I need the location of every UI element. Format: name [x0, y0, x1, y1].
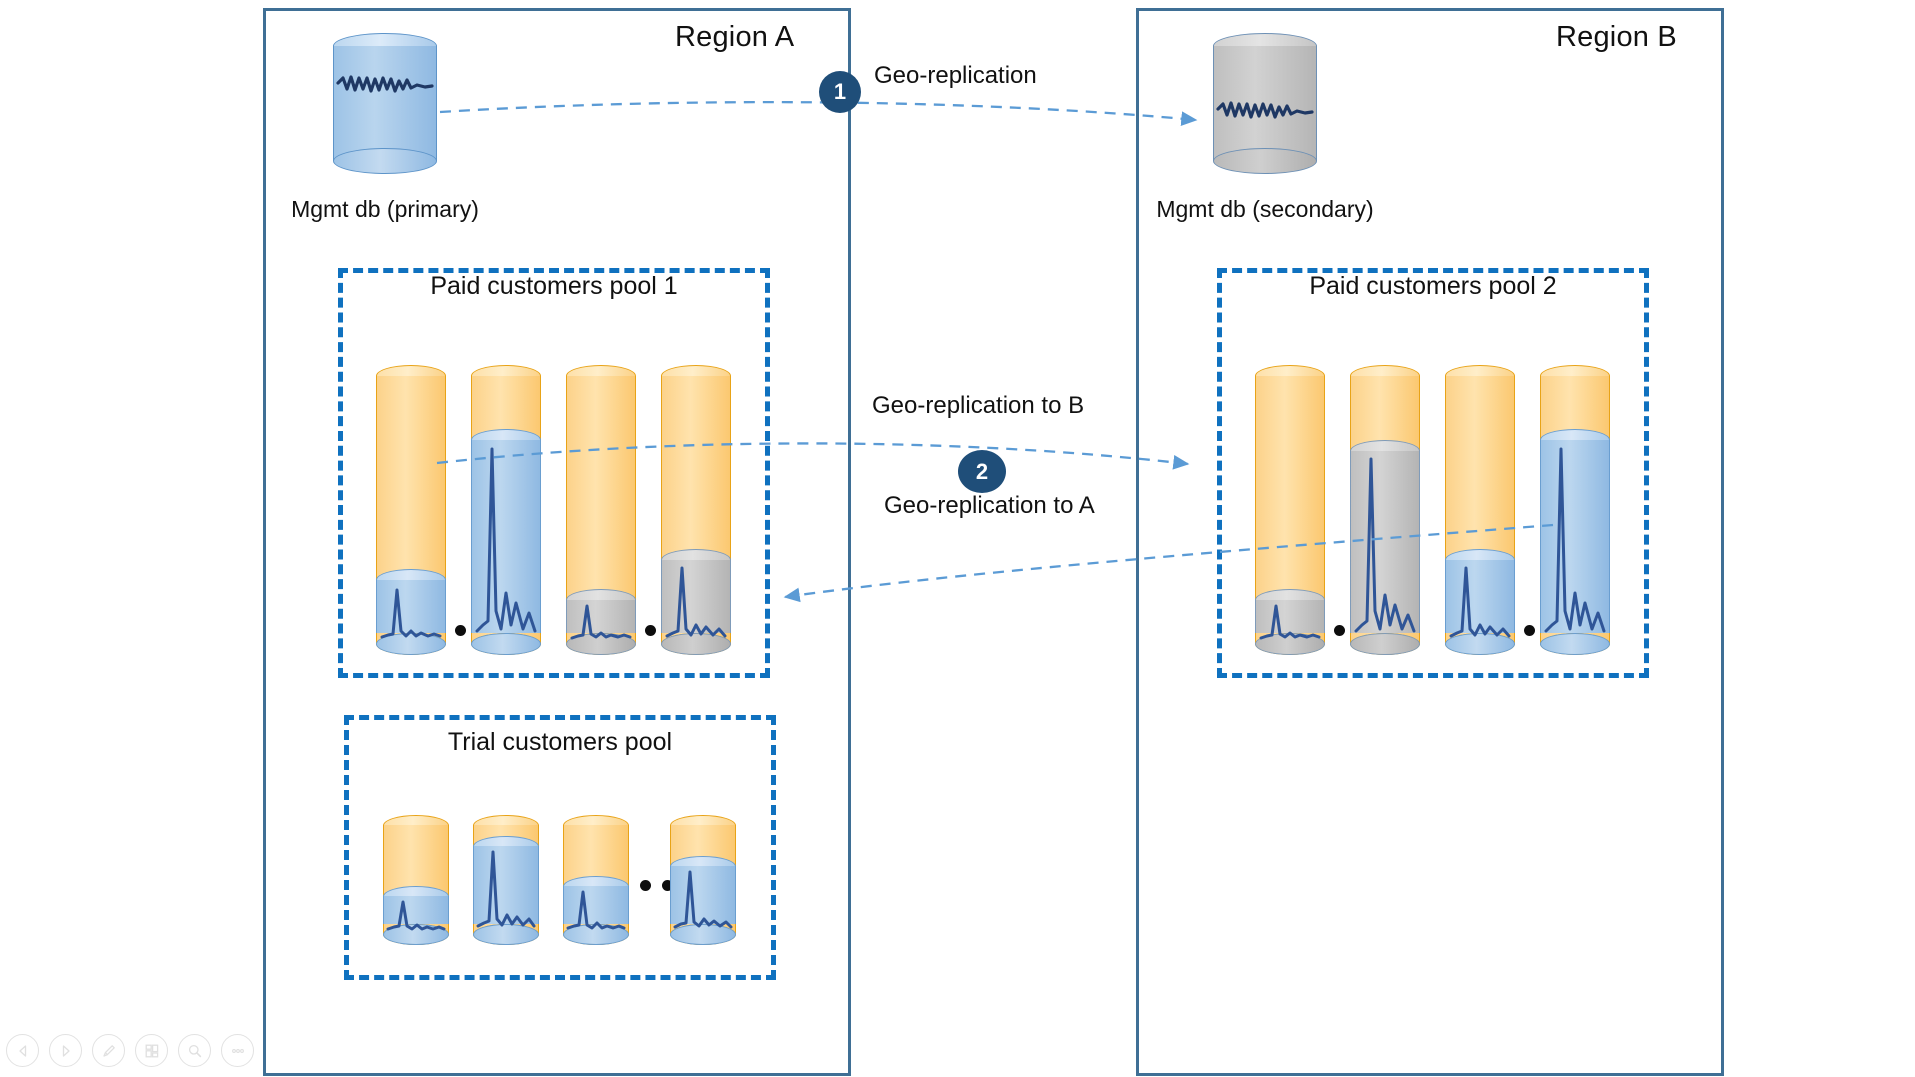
fill-bottom-ellipse — [670, 924, 736, 945]
region-b-mgmt-db-label: Mgmt db (secondary) — [1156, 196, 1374, 222]
geo-replication-to-b-label: Geo-replication to B — [872, 392, 1085, 419]
ellipsis-icon — [231, 1048, 244, 1053]
region-b-title: Region B — [1556, 21, 1677, 53]
grid-icon — [145, 1044, 158, 1057]
region-a-mgmt-db[interactable] — [333, 33, 437, 174]
paid-pool-2-cylinder-3[interactable] — [1445, 365, 1515, 655]
fill-body — [670, 866, 736, 924]
paid-pool-1-cylinder-1[interactable] — [376, 365, 446, 655]
fill-bottom-ellipse — [471, 633, 541, 655]
triangle-left-icon — [18, 1044, 26, 1057]
paid-pool-1-cylinder-4[interactable] — [661, 365, 731, 655]
fill-bottom-ellipse — [1445, 633, 1515, 655]
fill-bottom-ellipse — [563, 924, 629, 945]
fill-bottom-ellipse — [1255, 633, 1325, 655]
geo-replication-to-a-label: Geo-replication to A — [884, 492, 1095, 519]
region-a-frame — [263, 8, 851, 1076]
step-badge-2[interactable]: 2 — [958, 450, 1006, 493]
trial-pool-cylinder-3[interactable] — [563, 815, 629, 945]
fill-bottom-ellipse — [1540, 633, 1610, 655]
step-badge-1[interactable]: 1 — [819, 71, 861, 113]
fill-body — [473, 846, 539, 924]
trial-pool-cylinder-2[interactable] — [473, 815, 539, 945]
fill-body — [566, 600, 636, 633]
pen-tool-button[interactable] — [92, 1034, 125, 1067]
trial-pool-cylinder-1[interactable] — [383, 815, 449, 945]
region-b-mgmt-db[interactable] — [1213, 33, 1317, 174]
paid-pool-2-cylinder-2[interactable] — [1350, 365, 1420, 655]
fill-body — [1255, 600, 1325, 633]
paid-pool-2-title: Paid customers pool 2 — [1309, 272, 1557, 300]
fill-bottom-ellipse — [566, 633, 636, 655]
fill-body — [376, 580, 446, 633]
paid-pool-1-box — [338, 268, 770, 678]
db-body — [333, 46, 437, 161]
fill-bottom-ellipse — [376, 633, 446, 655]
paid-pool-1-title: Paid customers pool 1 — [430, 272, 678, 300]
presentation-toolbar[interactable] — [6, 1034, 254, 1067]
fill-body — [471, 440, 541, 633]
paid-pool-1-cylinder-2[interactable] — [471, 365, 541, 655]
paid-pool-2-box — [1217, 268, 1649, 678]
fill-bottom-ellipse — [383, 924, 449, 945]
paid-pool-2-cylinder-4[interactable] — [1540, 365, 1610, 655]
fill-body — [383, 896, 449, 924]
trial-pool-title: Trial customers pool — [447, 728, 673, 756]
fill-bottom-ellipse — [1350, 633, 1420, 655]
fill-body — [1540, 440, 1610, 633]
db-bottom-ellipse — [1213, 148, 1317, 174]
zoom-button[interactable] — [178, 1034, 211, 1067]
triangle-right-icon — [62, 1044, 70, 1057]
fill-body — [1445, 560, 1515, 633]
fill-bottom-ellipse — [661, 633, 731, 655]
geo-replication-label: Geo-replication — [874, 62, 1037, 89]
fill-body — [563, 886, 629, 924]
region-a-mgmt-db-label: Mgmt db (primary) — [291, 196, 479, 222]
paid-pool-2-cylinder-1[interactable] — [1255, 365, 1325, 655]
trial-pool-box — [344, 715, 776, 980]
trial-pool-cylinder-4[interactable] — [670, 815, 736, 945]
more-options-button[interactable] — [221, 1034, 254, 1067]
db-body — [1213, 46, 1317, 161]
fill-body — [1350, 451, 1420, 633]
fill-bottom-ellipse — [473, 924, 539, 945]
region-a-title: Region A — [675, 21, 795, 53]
paid-pool-1-cylinder-3[interactable] — [566, 365, 636, 655]
slide-grid-button[interactable] — [135, 1034, 168, 1067]
db-bottom-ellipse — [333, 148, 437, 174]
next-slide-button[interactable] — [49, 1034, 82, 1067]
pen-icon — [102, 1044, 115, 1057]
fill-body — [661, 560, 731, 633]
previous-slide-button[interactable] — [6, 1034, 39, 1067]
magnifier-icon — [188, 1044, 201, 1057]
